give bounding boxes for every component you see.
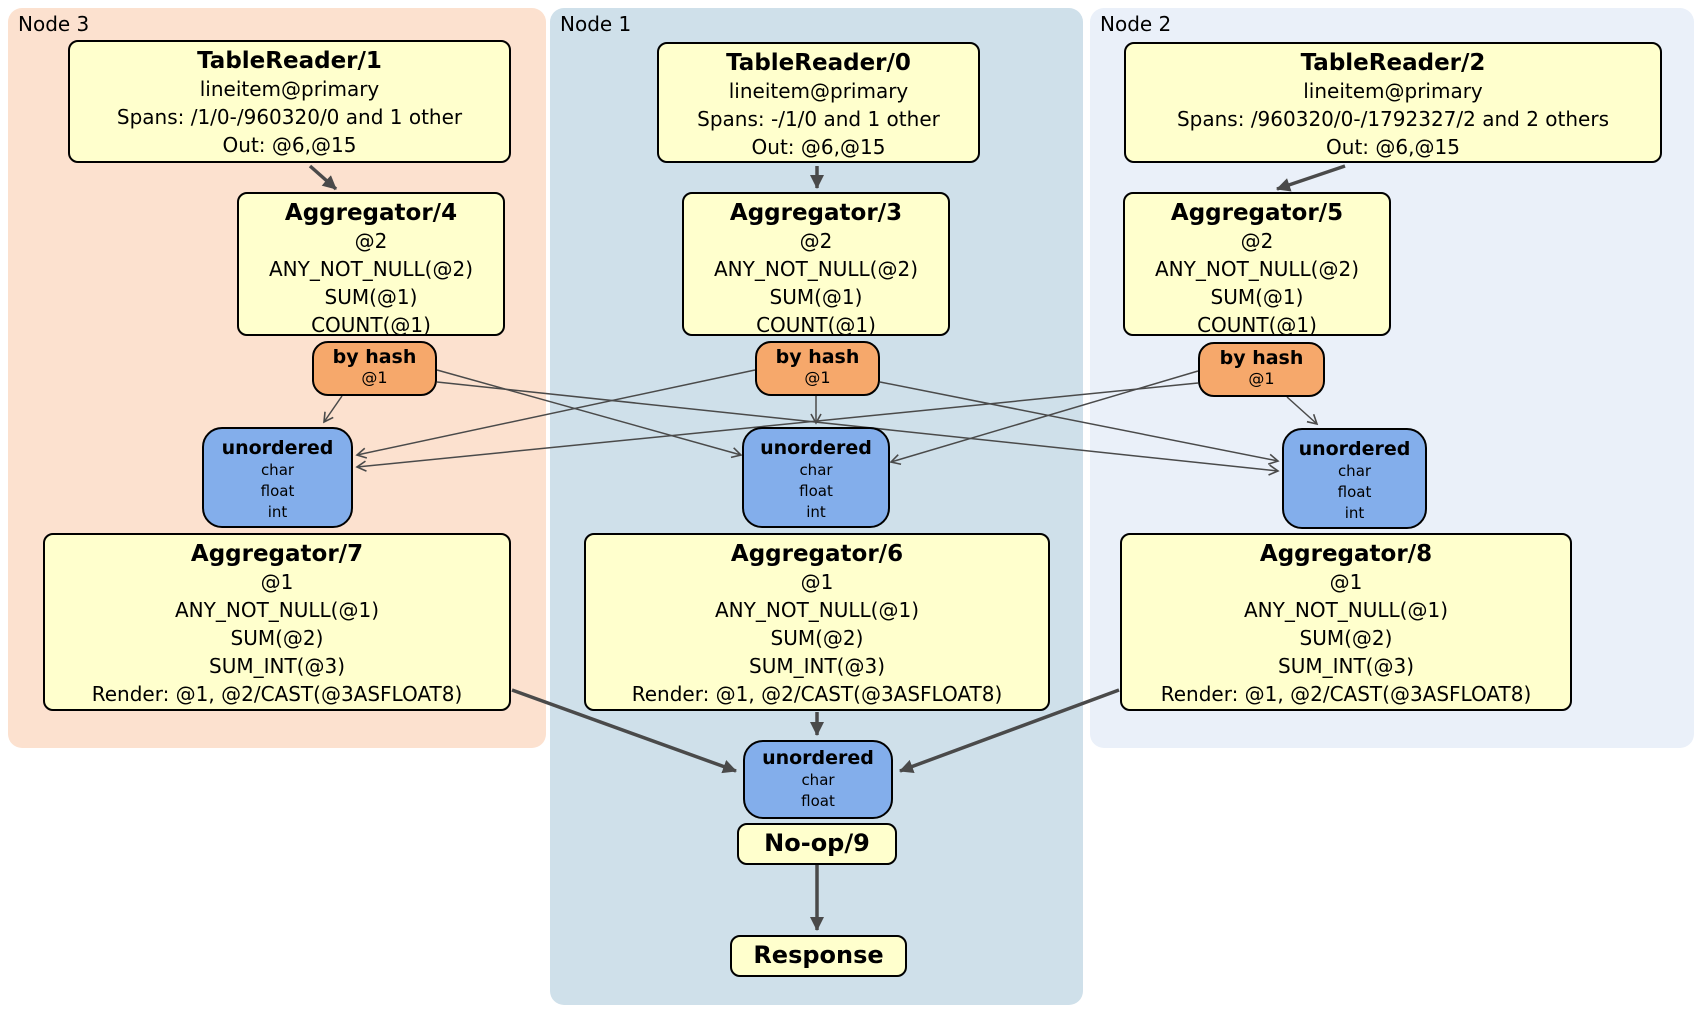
sync-stream: int [1344, 504, 1365, 522]
router-detail: @1 [361, 368, 388, 387]
operator-detail: Render: @1, @2/CAST(@3ASFLOAT8) [91, 682, 463, 706]
router-title: by hash [1219, 347, 1304, 369]
operator-detail: Spans: /1/0-/960320/0 and 1 other [116, 105, 463, 129]
operator-title: TableReader/1 [197, 48, 382, 74]
byhash-router-5: by hash @1 [1198, 342, 1325, 397]
sync-stream: char [799, 461, 833, 479]
sync-title: unordered [221, 437, 334, 459]
operator-detail: @2 [1240, 229, 1274, 253]
sync-stream: float [799, 482, 833, 500]
sync-title: unordered [762, 747, 874, 769]
operator-detail: Render: @1, @2/CAST(@3ASFLOAT8) [1160, 682, 1532, 706]
sync-stream: int [267, 503, 288, 521]
operator-detail: SUM(@2) [770, 626, 864, 650]
operator-detail: lineitem@primary [199, 77, 380, 101]
sync-stream: char [260, 461, 295, 479]
unordered-sync-left: unordered char float int [202, 427, 353, 528]
operator-detail: ANY_NOT_NULL(@2) [714, 257, 918, 281]
operator-detail: ANY_NOT_NULL(@1) [715, 598, 919, 622]
operator-detail: lineitem@primary [1303, 79, 1483, 103]
operator-detail: SUM_INT(@3) [209, 654, 345, 678]
operator-detail: COUNT(@1) [756, 313, 876, 337]
aggregator-7-box: Aggregator/7 @1 ANY_NOT_NULL(@1) SUM(@2)… [43, 533, 511, 711]
byhash-router-3: by hash @1 [755, 341, 880, 396]
operator-detail: ANY_NOT_NULL(@1) [175, 598, 379, 622]
operator-detail: SUM(@1) [769, 285, 863, 309]
router-detail: @1 [804, 368, 831, 387]
operator-detail: @2 [354, 229, 388, 253]
sync-stream: float [801, 792, 835, 810]
operator-detail: SUM_INT(@3) [749, 654, 885, 678]
operator-title: TableReader/0 [726, 50, 911, 76]
operator-detail: SUM(@2) [1299, 626, 1393, 650]
router-title: by hash [332, 346, 417, 368]
aggregator-3-box: Aggregator/3 @2 ANY_NOT_NULL(@2) SUM(@1)… [682, 192, 950, 337]
response-box: Response [730, 935, 907, 977]
node-2-label: Node 2 [1100, 12, 1172, 36]
unordered-sync-center: unordered char float int [742, 427, 890, 528]
operator-detail: Spans: -/1/0 and 1 other [697, 107, 940, 131]
tablereader-0-box: TableReader/0 lineitem@primary Spans: -/… [657, 42, 980, 163]
operator-detail: Render: @1, @2/CAST(@3ASFLOAT8) [631, 682, 1003, 706]
operator-title: Aggregator/6 [730, 541, 904, 567]
sync-stream: int [806, 503, 826, 521]
aggregator-5-box: Aggregator/5 @2 ANY_NOT_NULL(@2) SUM(@1)… [1123, 192, 1391, 337]
aggregator-6-box: Aggregator/6 @1 ANY_NOT_NULL(@1) SUM(@2)… [584, 533, 1050, 711]
operator-title: Aggregator/8 [1259, 541, 1433, 567]
operator-title: Aggregator/4 [284, 200, 458, 226]
operator-detail: COUNT(@1) [311, 313, 431, 337]
unordered-sync-right: unordered char float int [1282, 428, 1427, 529]
unordered-sync-final: unordered char float [743, 740, 893, 819]
operator-detail: Out: @6,@15 [1326, 135, 1460, 159]
sync-stream: char [801, 771, 835, 789]
operator-detail: lineitem@primary [728, 79, 909, 103]
operator-title: Response [753, 941, 884, 969]
operator-title: No-op/9 [764, 829, 870, 857]
sync-stream: float [1337, 483, 1372, 501]
operator-detail: SUM(@2) [230, 626, 324, 650]
operator-detail: ANY_NOT_NULL(@2) [1155, 257, 1359, 281]
operator-detail: ANY_NOT_NULL(@2) [269, 257, 473, 281]
operator-detail: SUM(@1) [324, 285, 418, 309]
operator-detail: Out: @6,@15 [751, 135, 886, 159]
aggregator-8-box: Aggregator/8 @1 ANY_NOT_NULL(@1) SUM(@2)… [1120, 533, 1572, 711]
sync-stream: float [260, 482, 295, 500]
operator-detail: Out: @6,@15 [222, 133, 357, 157]
router-detail: @1 [1248, 369, 1275, 388]
byhash-router-4: by hash @1 [312, 341, 437, 396]
tablereader-2-box: TableReader/2 lineitem@primary Spans: /9… [1124, 42, 1662, 163]
router-title: by hash [775, 346, 860, 368]
operator-title: Aggregator/5 [1170, 200, 1344, 226]
operator-detail: @2 [799, 229, 833, 253]
operator-detail: Spans: /960320/0-/1792327/2 and 2 others [1176, 107, 1609, 131]
operator-title: Aggregator/7 [190, 541, 364, 567]
operator-detail: ANY_NOT_NULL(@1) [1244, 598, 1448, 622]
noop-box: No-op/9 [737, 823, 897, 865]
operator-detail: @1 [1329, 570, 1363, 594]
node-1-label: Node 1 [560, 12, 632, 36]
operator-detail: SUM(@1) [1210, 285, 1304, 309]
tablereader-1-box: TableReader/1 lineitem@primary Spans: /1… [68, 40, 511, 163]
sync-title: unordered [760, 437, 872, 459]
operator-detail: COUNT(@1) [1197, 313, 1317, 337]
aggregator-4-box: Aggregator/4 @2 ANY_NOT_NULL(@2) SUM(@1)… [237, 192, 505, 337]
operator-title: Aggregator/3 [729, 200, 903, 226]
sync-stream: char [1337, 462, 1372, 480]
operator-title: TableReader/2 [1300, 50, 1486, 76]
node-3-label: Node 3 [18, 12, 90, 36]
operator-detail: @1 [800, 570, 834, 594]
sync-title: unordered [1298, 438, 1411, 460]
operator-detail: @1 [260, 570, 294, 594]
operator-detail: SUM_INT(@3) [1278, 654, 1414, 678]
